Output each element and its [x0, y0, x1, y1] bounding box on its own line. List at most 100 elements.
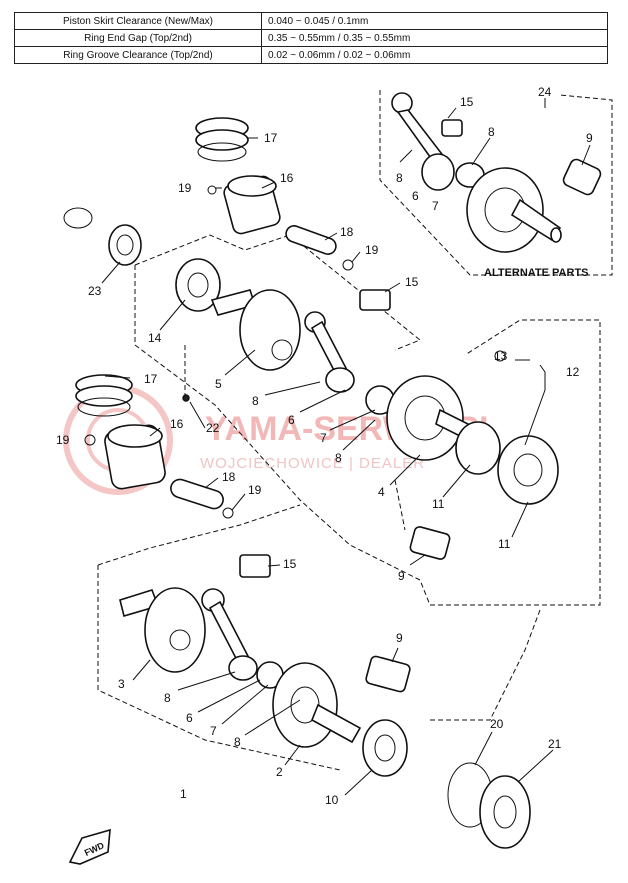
conrod-big-end — [421, 153, 455, 191]
callout-1: 1 — [180, 787, 187, 801]
callout-16: 16 — [280, 171, 294, 185]
callout-labels: 17 19 16 18 19 15 23 14 5 8 6 7 8 4 11 1… — [56, 85, 593, 807]
callout-4: 4 — [378, 485, 385, 499]
callout-8: 8 — [488, 125, 495, 139]
callout-15: 15 — [405, 275, 419, 289]
seal-ring — [63, 207, 93, 229]
crank-web-5 — [239, 289, 301, 371]
piston-pin-18-top — [285, 225, 337, 255]
crank-assembly-outline-upper — [134, 234, 421, 351]
callout-9: 9 — [396, 631, 403, 645]
callout-15: 15 — [460, 95, 474, 109]
callout-7: 7 — [432, 199, 439, 213]
piston-ring-third — [197, 142, 247, 162]
group-outlines — [97, 90, 613, 771]
needle-bearing-9-mid — [409, 526, 451, 560]
callout-8: 8 — [335, 451, 342, 465]
spec-row: Piston Skirt Clearance (New/Max) 0.040 ~… — [14, 12, 608, 30]
callout-7: 7 — [320, 431, 327, 445]
watermark-line2: WOJCIECHOWICE | DEALER — [200, 455, 425, 472]
pin-22 — [182, 394, 190, 402]
crank-assembly-outline-left — [134, 265, 431, 606]
callout-15: 15 — [283, 557, 297, 571]
piston-16-mid-crown — [107, 424, 163, 448]
callout-10: 10 — [325, 793, 339, 807]
callout-7: 7 — [210, 724, 217, 738]
callout-16: 16 — [170, 417, 184, 431]
callout-11: 11 — [432, 497, 445, 511]
callout-8: 8 — [164, 691, 171, 705]
callout-8: 8 — [396, 171, 403, 185]
piston-16-crown — [227, 175, 277, 197]
needle-bearing-15-mid — [239, 554, 271, 578]
circlip-19-top — [207, 185, 217, 195]
callout-9: 9 — [586, 131, 593, 145]
piston-ring-17-c — [77, 397, 131, 417]
middle-left-piston-group — [75, 374, 271, 578]
callout-18: 18 — [222, 470, 236, 484]
crank-assembly-outline-right — [430, 319, 601, 606]
needle-bearing-small — [441, 119, 463, 137]
spec-row: Ring End Gap (Top/2nd) 0.35 ~ 0.55mm / 0… — [14, 29, 608, 47]
crank-web-5-hole — [271, 339, 293, 361]
callout-17: 17 — [144, 372, 158, 386]
o-ring-13 — [494, 350, 506, 362]
callout-11: 11 — [498, 537, 511, 551]
crank-assembly-outline-lower-right — [430, 609, 541, 721]
oil-seal-21-inner — [493, 795, 517, 829]
alternate-parts-label: ALTERNATE PARTS — [484, 267, 589, 279]
crank-web-alt — [466, 167, 544, 253]
crank-web-2 — [272, 662, 338, 748]
piston-ring-17-b — [75, 385, 133, 407]
main-crank-assembly — [182, 289, 559, 560]
callout-23: 23 — [88, 284, 102, 298]
circlip-19-left — [84, 434, 96, 446]
lower-crank-assembly — [119, 587, 531, 849]
needle-bearing-9-alt — [562, 158, 602, 196]
callout-9: 9 — [398, 569, 405, 583]
callout-13-ring: 13 — [494, 349, 508, 363]
callout-8: 8 — [252, 394, 259, 408]
crank-assembly-outline-lower-top — [97, 504, 301, 566]
callout-2: 2 — [276, 765, 283, 779]
oil-seal-23 — [108, 224, 142, 266]
callout-19: 19 — [178, 181, 192, 195]
crank-assembly-outline-lower-left — [97, 565, 341, 771]
callout-6: 6 — [186, 711, 193, 725]
callout-24: 24 — [538, 85, 552, 99]
spec-row: Ring Groove Clearance (Top/2nd) 0.02 ~ 0… — [14, 46, 608, 64]
crank-web-3-hole — [169, 629, 191, 651]
bearing-14 — [175, 258, 221, 312]
bearing-14-inner — [187, 272, 209, 298]
callout-19: 19 — [248, 483, 262, 497]
alternate-parts-outline — [379, 90, 613, 276]
crank-web-4 — [386, 375, 464, 461]
crank-web-3 — [144, 587, 206, 673]
alternate-parts-group — [391, 92, 602, 253]
conrod-big-end-main — [325, 367, 355, 393]
callout-8: 8 — [234, 735, 241, 749]
callout-19: 19 — [365, 243, 379, 257]
callout-6: 6 — [288, 413, 295, 427]
callout-3: 3 — [118, 677, 125, 691]
callout-19: 19 — [56, 433, 70, 447]
fwd-arrow: FWD — [68, 828, 111, 865]
bearing-10-inner — [374, 734, 396, 762]
bearing-11-inner — [513, 453, 543, 487]
oil-seal-23-inner — [116, 234, 134, 256]
conrod-big-end-lower — [228, 655, 258, 681]
crank-shaft-lower-right — [310, 703, 362, 744]
callout-20: 20 — [490, 717, 504, 731]
callout-18: 18 — [340, 225, 354, 239]
crank-shaft-end — [550, 227, 562, 243]
callout-14: 14 — [148, 331, 162, 345]
circlip-19-right — [342, 259, 354, 271]
bearing-9-guide — [394, 479, 406, 531]
leader-lines — [101, 98, 591, 796]
bearing-11 — [497, 435, 559, 505]
spec-table: Piston Skirt Clearance (New/Max) 0.040 ~… — [14, 12, 608, 64]
callout-12: 12 — [566, 365, 580, 379]
labyrinth-seal-11 — [455, 421, 501, 475]
needle-bearing-9-lower — [365, 655, 411, 693]
